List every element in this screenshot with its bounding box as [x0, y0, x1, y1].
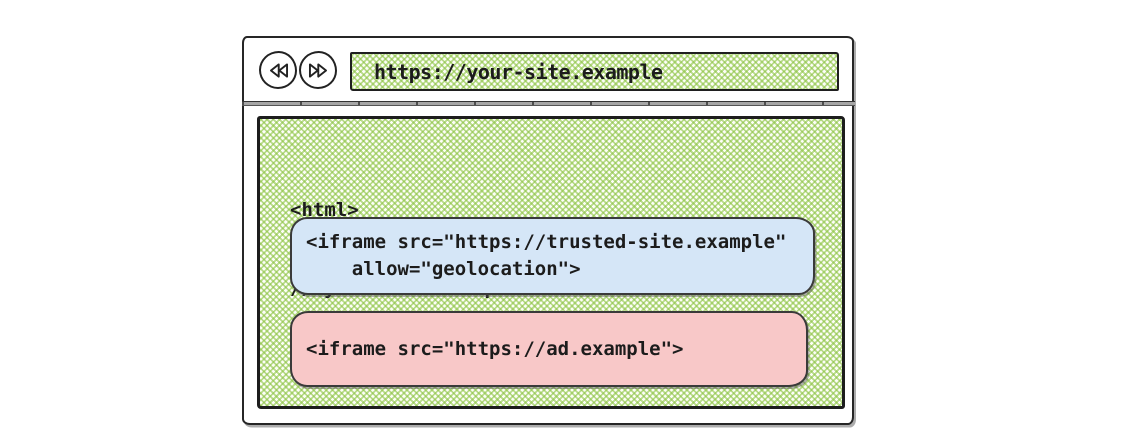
url-text: https://your-site.example [374, 59, 663, 84]
url-bar[interactable]: https://your-site.example [350, 52, 839, 91]
back-button[interactable] [259, 51, 297, 89]
trusted-iframe-code-line1: <iframe src="https://trusted-site.exampl… [306, 231, 787, 253]
forward-button[interactable] [299, 51, 337, 89]
browser-toolbar: https://your-site.example [244, 38, 852, 101]
trusted-iframe-box: <iframe src="https://trusted-site.exampl… [290, 217, 815, 295]
rewind-icon [265, 57, 292, 84]
page-content: <html> // your-site.example code <iframe… [257, 116, 845, 409]
ad-iframe-code-line1: <iframe src="https://ad.example"> [306, 337, 684, 360]
code-line-html-tag: <html> [290, 199, 359, 221]
trusted-iframe-code-line2: allow="geolocation"> [306, 258, 581, 280]
fast-forward-icon [305, 57, 332, 84]
browser-window: https://your-site.example <html> // your… [241, 36, 855, 425]
toolbar-divider [241, 101, 855, 106]
ad-iframe-box: <iframe src="https://ad.example"> [290, 311, 808, 387]
